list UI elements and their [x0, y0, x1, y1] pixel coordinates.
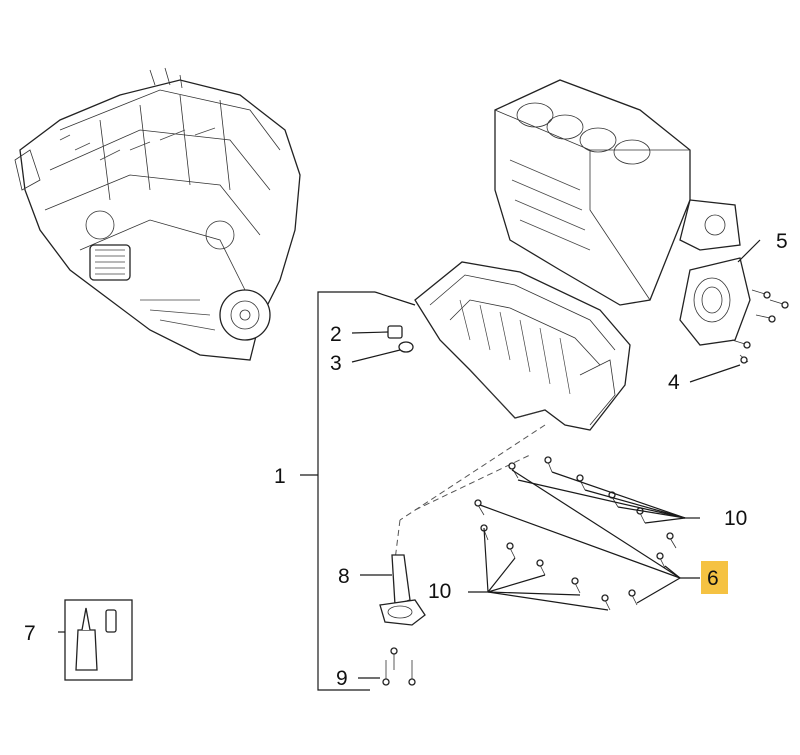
- alignment-dash-lines: [394, 424, 546, 561]
- cylinder-block-illustration: [494, 79, 741, 306]
- rear-seal-cover: [679, 257, 751, 346]
- callout-7: 7: [24, 622, 36, 645]
- callout-3: 3: [330, 352, 342, 375]
- oil-pickup-tube: [379, 554, 426, 626]
- leader-lines: [58, 239, 761, 679]
- callout-8: 8: [338, 565, 350, 588]
- sealant-kit: [64, 599, 133, 681]
- group-1-bracket: [300, 291, 375, 691]
- callout-1: 1: [274, 465, 286, 488]
- callout-4: 4: [668, 371, 680, 394]
- sump-bolts: [474, 456, 677, 611]
- pickup-screws: [382, 647, 416, 686]
- cover-screws: [731, 289, 789, 364]
- callout-10-lower: 10: [428, 580, 451, 603]
- group-1-bracket-to-sump: [374, 291, 416, 306]
- callout-9: 9: [336, 667, 348, 690]
- oil-sump: [414, 261, 631, 431]
- callout-5: 5: [776, 230, 788, 253]
- callout-2: 2: [330, 323, 342, 346]
- callout-6: 6: [707, 567, 719, 590]
- engine-assembly-illustration: [14, 67, 301, 361]
- callout-10-upper: 10: [724, 507, 747, 530]
- drain-plug-and-washer: [387, 325, 414, 353]
- callout-6-highlight: [701, 561, 728, 594]
